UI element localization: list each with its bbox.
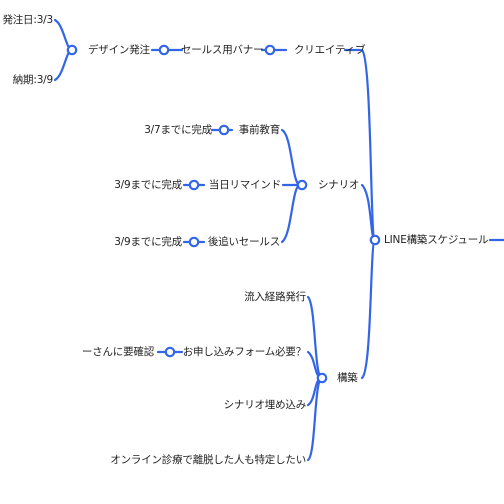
confirm-note[interactable]: ーさんに要確認 bbox=[81, 346, 154, 358]
creative-node[interactable] bbox=[264, 44, 276, 56]
build-node[interactable] bbox=[316, 372, 328, 384]
banner-node[interactable] bbox=[158, 44, 170, 56]
scenario-label[interactable]: シナリオ bbox=[318, 179, 360, 191]
design-order-node[interactable] bbox=[66, 44, 78, 56]
pre-education-label[interactable]: 事前教育 bbox=[238, 124, 280, 136]
order-date-label[interactable]: 発注日:3/3 bbox=[2, 14, 53, 26]
delivery-date-label[interactable]: 納期:3/9 bbox=[12, 74, 53, 86]
creative-label[interactable]: クリエイティブ bbox=[294, 44, 366, 56]
follow-up-note[interactable]: 3/9までに完成 bbox=[114, 236, 182, 248]
scenario-node[interactable] bbox=[296, 179, 308, 191]
design-order-label[interactable]: デザイン発注 bbox=[88, 44, 150, 56]
scenario-embed-label[interactable]: シナリオ埋め込み bbox=[223, 399, 307, 411]
root-node[interactable] bbox=[369, 234, 381, 246]
pre-education-node[interactable] bbox=[218, 124, 230, 136]
form-needed-node[interactable] bbox=[164, 346, 176, 358]
build-label[interactable]: 構築 bbox=[337, 372, 358, 384]
sales-banner-label[interactable]: セールス用バナー bbox=[181, 44, 264, 56]
day-reminder-note[interactable]: 3/9までに完成 bbox=[114, 179, 182, 191]
day-reminder-label[interactable]: 当日リマインド bbox=[208, 179, 281, 191]
follow-up-node[interactable] bbox=[188, 236, 200, 248]
application-form-label[interactable]: お申し込みフォーム必要？ bbox=[182, 346, 306, 358]
online-dropout-label[interactable]: オンライン診療で離脱した人も特定したい bbox=[110, 454, 306, 466]
day-reminder-node[interactable] bbox=[188, 179, 200, 191]
follow-up-label[interactable]: 後追いセールス bbox=[207, 236, 280, 248]
pre-education-note[interactable]: 3/7までに完成 bbox=[144, 124, 212, 136]
root-label[interactable]: LINE構築スケジュール bbox=[384, 234, 489, 246]
inflow-route-label[interactable]: 流入経路発行 bbox=[244, 291, 306, 303]
